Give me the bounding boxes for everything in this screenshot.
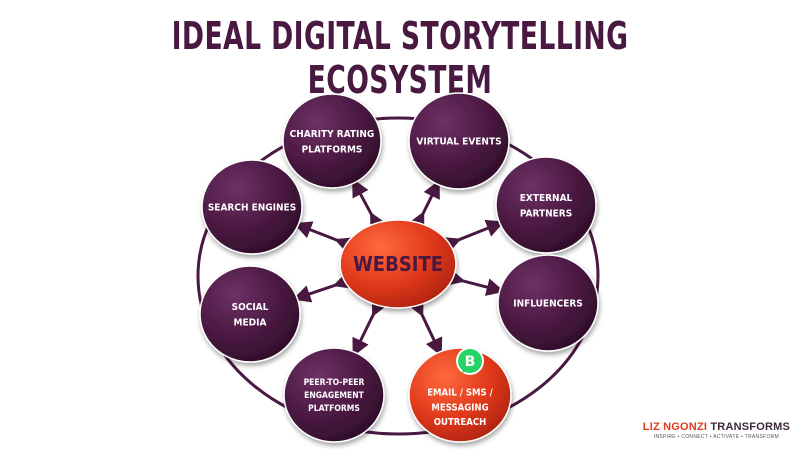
node-charity-rating-platforms: CHARITY RATING PLATFORMS bbox=[282, 93, 382, 189]
arrow-influencers bbox=[445, 268, 505, 296]
node-label-peer-to-peer-engagement-platforms-1: PEER-TO-PEER bbox=[304, 378, 365, 388]
whatsapp-business-icon: B bbox=[456, 347, 484, 375]
badge-letter: B bbox=[465, 354, 476, 370]
arrow-charity-rating-platforms bbox=[352, 178, 387, 232]
node-circle bbox=[408, 347, 512, 443]
node-circle bbox=[408, 92, 510, 190]
node-label-search-engines-1: SEARCH ENGINES bbox=[208, 203, 296, 214]
node-label-email-sms-messaging-outreach-3: OUTREACH bbox=[434, 417, 487, 428]
brand-logo: LIZ NGONZI TRANSFORMS INSPIRE • CONNECT … bbox=[643, 421, 790, 440]
node-label-influencers-1: INFLUENCERS bbox=[513, 299, 583, 310]
node-circle bbox=[282, 93, 382, 189]
arrow-search-engines bbox=[293, 221, 355, 255]
arrow-virtual-events bbox=[408, 179, 440, 232]
node-circle bbox=[495, 156, 597, 254]
center-circle bbox=[339, 219, 457, 309]
node-label-external-partners-2: PARTNERS bbox=[520, 208, 572, 219]
center-label: WEBSITE bbox=[353, 252, 443, 276]
node-label-social-media-2: MEDIA bbox=[234, 317, 267, 328]
node-label-charity-rating-platforms-2: PLATFORMS bbox=[302, 144, 363, 155]
brand-tagline: INSPIRE • CONNECT • ACTIVATE • TRANSFORM bbox=[653, 434, 780, 440]
arrow-peer-to-peer-engagement-platforms bbox=[352, 296, 389, 357]
arrow-social-media bbox=[292, 271, 353, 303]
node-label-charity-rating-platforms-1: CHARITY RATING bbox=[290, 129, 375, 140]
node-label-peer-to-peer-engagement-platforms-3: PLATFORMS bbox=[308, 404, 360, 414]
brand-name-part1: LIZ NGONZI bbox=[642, 421, 708, 433]
node-label-peer-to-peer-engagement-platforms-2: ENGAGEMENT bbox=[304, 391, 365, 401]
arrow-external-partners bbox=[441, 219, 505, 254]
node-label-email-sms-messaging-outreach-2: MESSAGING bbox=[431, 402, 488, 413]
diagram-title: IDEAL DIGITAL STORYTELLING ECOSYSTEM bbox=[171, 14, 629, 102]
node-label-virtual-events-1: VIRTUAL EVENTS bbox=[416, 137, 501, 148]
node-circle bbox=[199, 265, 301, 363]
node-circle bbox=[283, 347, 385, 443]
brand-name-part2: TRANSFORMS bbox=[710, 421, 790, 433]
node-influencers: INFLUENCERS bbox=[497, 254, 599, 352]
node-external-partners: EXTERNAL PARTNERS bbox=[495, 156, 597, 254]
node-circle bbox=[201, 159, 303, 255]
node-search-engines: SEARCH ENGINES bbox=[201, 159, 303, 255]
node-label-external-partners-1: EXTERNAL bbox=[520, 193, 573, 204]
node-virtual-events: VIRTUAL EVENTS bbox=[408, 92, 510, 190]
node-circle bbox=[497, 254, 599, 352]
arrow-email-sms-messaging-outreach bbox=[407, 297, 443, 357]
center-node-website: WEBSITE bbox=[339, 219, 457, 309]
ecosystem-ring bbox=[196, 116, 600, 436]
node-social-media: SOCIAL MEDIA bbox=[199, 265, 301, 363]
node-peer-to-peer-engagement-platforms: PEER-TO-PEER ENGAGEMENT PLATFORMS bbox=[283, 347, 385, 443]
node-label-email-sms-messaging-outreach-1: EMAIL / SMS / bbox=[427, 388, 493, 399]
node-label-social-media-1: SOCIAL bbox=[232, 302, 269, 313]
node-email-sms-messaging-outreach: EMAIL / SMS / MESSAGING OUTREACH B bbox=[408, 347, 512, 443]
